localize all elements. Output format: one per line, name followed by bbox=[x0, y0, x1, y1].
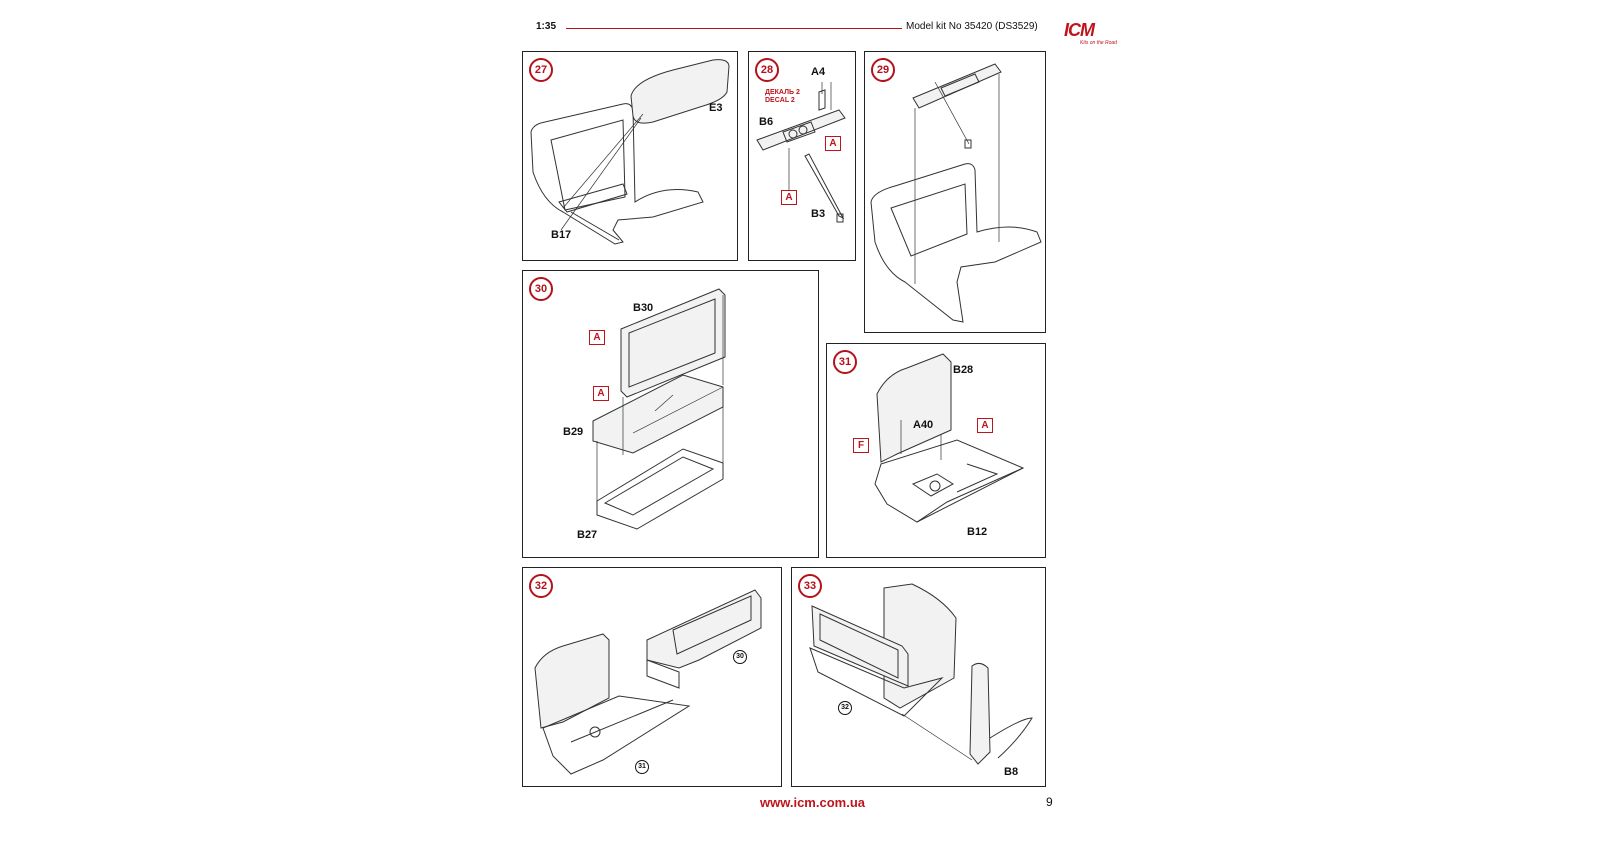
part-b12: B12 bbox=[967, 526, 988, 538]
paint-tag-a: A bbox=[589, 330, 605, 345]
step-number: 30 bbox=[529, 277, 553, 301]
part-b3: B3 bbox=[811, 208, 826, 220]
step-number: 31 bbox=[833, 350, 857, 374]
step-number: 28 bbox=[755, 58, 779, 82]
part-b29: B29 bbox=[563, 426, 584, 438]
part-e3: E3 bbox=[709, 102, 723, 114]
step-33-panel: 33 32 B8 bbox=[791, 567, 1046, 787]
part-a4: A4 bbox=[811, 66, 826, 78]
bench-seat-drawing bbox=[592, 288, 726, 530]
step-32-panel: 32 30 31 bbox=[522, 567, 782, 787]
paint-tag-a: A bbox=[781, 190, 797, 205]
step-ref-30: 30 bbox=[733, 650, 747, 664]
paint-tag-a: A bbox=[825, 136, 841, 151]
part-b8: B8 bbox=[1004, 766, 1019, 778]
decal-label-en: DECAL 2 bbox=[765, 97, 795, 104]
website-link[interactable]: www.icm.com.ua bbox=[760, 795, 865, 810]
logo-text: ICM bbox=[1064, 20, 1095, 40]
header-rule bbox=[566, 28, 902, 29]
cab-floor-drawing bbox=[874, 353, 1025, 523]
assembled-cab-drawing bbox=[809, 583, 1033, 765]
part-b30: B30 bbox=[633, 302, 654, 314]
scale-label: 1:35 bbox=[536, 21, 557, 32]
page-number: 9 bbox=[1046, 795, 1053, 809]
part-b28: B28 bbox=[953, 364, 974, 376]
step-27-panel: 27 E3 B17 bbox=[522, 51, 738, 261]
floor-with-bench-drawing bbox=[534, 589, 762, 775]
step-31-panel: 31 B28 A40 F A B12 bbox=[826, 343, 1046, 558]
icm-logo: ICM Kits on the Road bbox=[1062, 14, 1122, 48]
step-number: 32 bbox=[529, 574, 553, 598]
paint-tag-a: A bbox=[977, 418, 993, 433]
part-b6: B6 bbox=[759, 116, 774, 128]
kit-number: Model kit No 35420 (DS3529) bbox=[906, 21, 1038, 32]
paint-tag-a: A bbox=[593, 386, 609, 401]
step-number: 33 bbox=[798, 574, 822, 598]
step-ref-32: 32 bbox=[838, 701, 852, 715]
paint-tag-f: F bbox=[853, 438, 869, 453]
dashboard-drawing bbox=[756, 82, 846, 223]
seat-with-dash-drawing bbox=[870, 63, 1042, 323]
step-number: 29 bbox=[871, 58, 895, 82]
decal-label-ru: ДЕКАЛЬ 2 bbox=[765, 89, 800, 96]
part-b17: B17 bbox=[551, 229, 572, 241]
seat-frame-drawing bbox=[530, 59, 730, 245]
step-number: 27 bbox=[529, 58, 553, 82]
step-30-panel: 30 B30 A A B29 B27 bbox=[522, 270, 819, 558]
part-a40: A40 bbox=[913, 419, 934, 431]
part-b27: B27 bbox=[577, 529, 598, 541]
step-28-panel: 28 A4 ДЕКАЛЬ 2 DECAL 2 B6 A A B3 bbox=[748, 51, 856, 261]
step-29-panel: 29 bbox=[864, 51, 1046, 333]
logo-tagline: Kits on the Road bbox=[1080, 40, 1117, 46]
step-ref-31: 31 bbox=[635, 760, 649, 774]
